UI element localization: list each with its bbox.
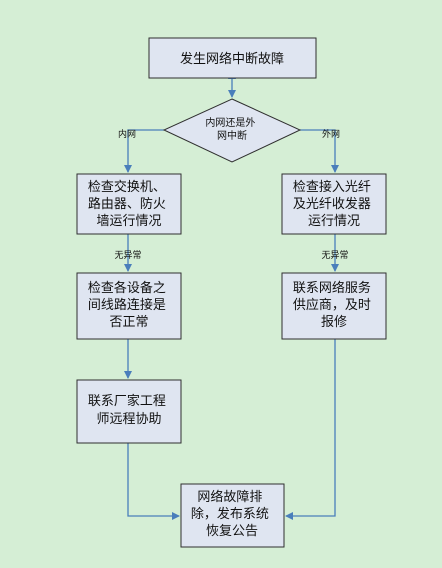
edge-vendor-resolved <box>127 443 180 520</box>
node-resolved-label: 网络故障排 除，发布系统 恢复公告 <box>191 489 273 539</box>
node-contact-vendor-label: 联系厂家工程 师远程协助 <box>88 393 170 427</box>
node-check-fiber: 检查接入光纤 及光纤收发器 运行情况 <box>281 173 387 235</box>
node-check-fiber-line-2: 及光纤收发器 <box>293 196 371 212</box>
edge-label-outer: 外网 <box>322 128 340 140</box>
node-resolved: 网络故障排 除，发布系统 恢复公告 <box>180 483 285 548</box>
edge-decision-outer <box>300 129 339 173</box>
edge-label-inner: 内网 <box>118 128 136 140</box>
node-check-lines-line-1: 检查各设备之 <box>88 280 166 296</box>
node-resolved-line-3: 恢复公告 <box>206 524 258 539</box>
node-contact-provider-line-1: 联系网络服务 <box>293 280 371 296</box>
node-check-lines: 检查各设备之 间线路连接是 否正常 <box>76 272 182 340</box>
node-contact-vendor-line-1: 联系厂家工程 <box>88 393 166 409</box>
node-check-switch-label: 检查交换机、 路由器、防火 墙运行情况 <box>88 179 170 229</box>
node-decision-label: 内网还是外 网中断 <box>205 116 258 142</box>
node-check-lines-line-2: 间线路连接是 <box>88 297 166 313</box>
node-start-line-1: 发生网络中断故障 <box>180 51 284 67</box>
node-contact-vendor-line-2: 师远程协助 <box>96 412 161 427</box>
node-check-switch-line-1: 检查交换机、 <box>88 179 166 195</box>
node-contact-provider-label: 联系网络服务 供应商，及时 报修 <box>293 280 375 330</box>
node-check-fiber-label: 检查接入光纤 及光纤收发器 运行情况 <box>293 179 375 229</box>
node-check-switch-line-2: 路由器、防火 <box>88 196 166 212</box>
node-start: 发生网络中断故障 <box>148 37 317 79</box>
node-check-fiber-line-1: 检查接入光纤 <box>293 179 371 195</box>
edge-label-no-issue-left: 无异常 <box>114 249 141 261</box>
node-start-label: 发生网络中断故障 <box>180 51 284 67</box>
edge-provider-resolved <box>285 339 336 520</box>
node-check-switch: 检查交换机、 路由器、防火 墙运行情况 <box>76 173 182 235</box>
node-check-lines-line-3: 否正常 <box>109 315 148 330</box>
node-decision-line-2: 网中断 <box>217 129 247 142</box>
node-check-fiber-line-3: 运行情况 <box>308 214 360 229</box>
node-check-switch-line-3: 墙运行情况 <box>96 214 161 229</box>
node-resolved-line-2: 除，发布系统 <box>191 506 269 522</box>
node-contact-provider-line-2: 供应商，及时 <box>293 297 371 313</box>
node-decision-line-1: 内网还是外 <box>205 116 255 129</box>
node-decision: 内网还是外 网中断 <box>162 98 302 163</box>
edge-decision-inner <box>124 129 164 173</box>
edge-label-no-issue-right: 无异常 <box>321 249 348 261</box>
node-check-lines-label: 检查各设备之 间线路连接是 否正常 <box>88 280 170 330</box>
node-contact-provider-line-3: 报修 <box>321 315 347 330</box>
node-contact-provider: 联系网络服务 供应商，及时 报修 <box>281 272 387 340</box>
connectors <box>124 71 339 520</box>
node-resolved-line-1: 网络故障排 <box>197 489 262 505</box>
node-contact-vendor: 联系厂家工程 师远程协助 <box>76 379 182 444</box>
